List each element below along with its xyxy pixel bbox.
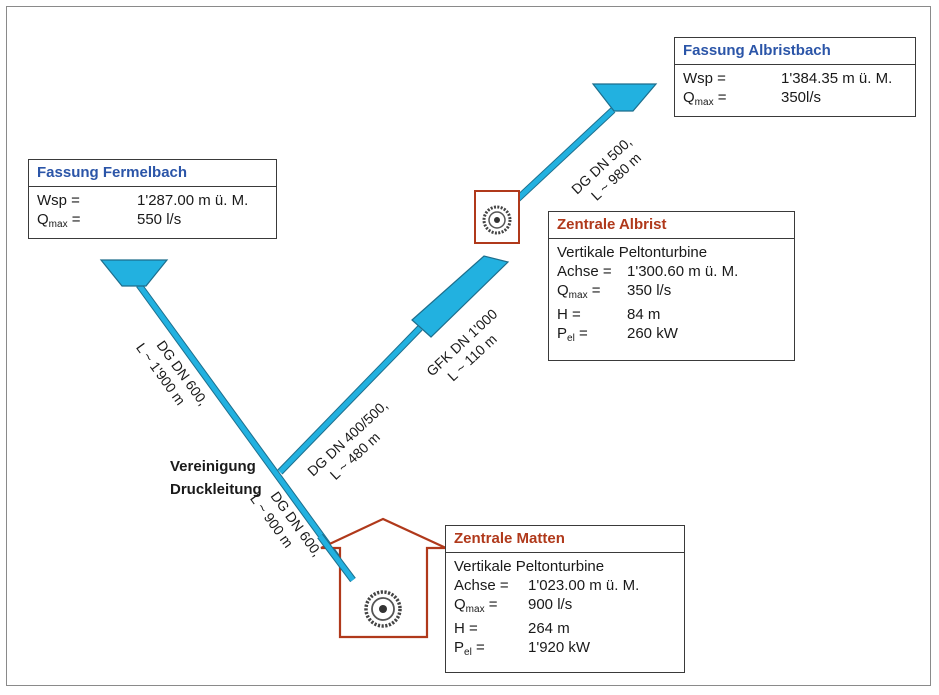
h-value: 264 m — [528, 620, 570, 637]
qmax-key: Qmax = — [557, 282, 601, 301]
zentrale-albrist-title: Zentrale Albrist — [549, 212, 794, 239]
wsp-value: 1'287.00 m ü. M. — [137, 192, 249, 209]
label-dg400-pipe: DG DN 400/500, L ~ 480 m — [304, 397, 391, 483]
pel-key: Pel = — [557, 325, 588, 344]
fassung-fermelbach-box: Fassung Fermelbach Wsp = 1'287.00 m ü. M.… — [28, 159, 277, 239]
diagram-frame — [6, 6, 931, 686]
zentrale-matten-title: Zentrale Matten — [446, 526, 684, 553]
achse-value: 1'300.60 m ü. M. — [627, 263, 739, 280]
h-key: H = — [557, 306, 581, 323]
qmax-value: 550 l/s — [137, 211, 182, 228]
achse-value: 1'023.00 m ü. M. — [528, 577, 640, 594]
turbine-type: Vertikale Peltonturbine — [454, 558, 605, 575]
pel-key: Pel = — [454, 639, 485, 658]
wsp-key: Wsp = — [683, 70, 726, 87]
reservoir-fermelbach — [99, 259, 169, 287]
qmax-key: Qmax = — [683, 89, 727, 108]
qmax-key: Qmax = — [37, 211, 81, 230]
junction-label-line1: Vereinigung — [170, 458, 256, 475]
turbine-type: Vertikale Peltonturbine — [557, 244, 708, 261]
pipe-fermelbach-matten-fill — [136, 283, 355, 580]
reservoir-albristbach — [591, 83, 658, 112]
h-value: 84 m — [627, 306, 661, 323]
zentrale-matten-box: Zentrale Matten Vertikale Peltonturbine … — [445, 525, 685, 673]
junction-label-line2: Druckleitung — [170, 481, 262, 498]
fassung-albristbach-box: Fassung Albristbach Wsp = 1'384.35 m ü. M… — [674, 37, 916, 117]
pipe-albristbach-fill — [508, 108, 615, 208]
pel-value: 1'920 kW — [528, 639, 591, 656]
zentrale-matten-turbine-icon — [364, 590, 402, 628]
pel-value: 260 kW — [627, 325, 678, 342]
qmax-key: Qmax = — [454, 596, 498, 615]
achse-key: Achse = — [454, 577, 509, 594]
fassung-albristbach-title: Fassung Albristbach — [675, 38, 915, 65]
pipe-matten-end-fill — [318, 534, 355, 582]
qmax-value: 350 l/s — [627, 282, 672, 299]
fassung-fermelbach-title: Fassung Fermelbach — [29, 160, 276, 187]
pipe-gfk — [411, 255, 510, 338]
wsp-key: Wsp = — [37, 192, 80, 209]
zentrale-albrist-turbine-icon — [482, 205, 512, 235]
h-key: H = — [454, 620, 478, 637]
achse-key: Achse = — [557, 263, 612, 280]
zentrale-albrist-box: Zentrale Albrist Vertikale Peltonturbine… — [548, 211, 795, 361]
wsp-value: 1'384.35 m ü. M. — [781, 70, 893, 87]
pipe-dg400-fill — [278, 326, 422, 474]
qmax-value: 900 l/s — [528, 596, 573, 613]
qmax-value: 350l/s — [781, 89, 822, 106]
